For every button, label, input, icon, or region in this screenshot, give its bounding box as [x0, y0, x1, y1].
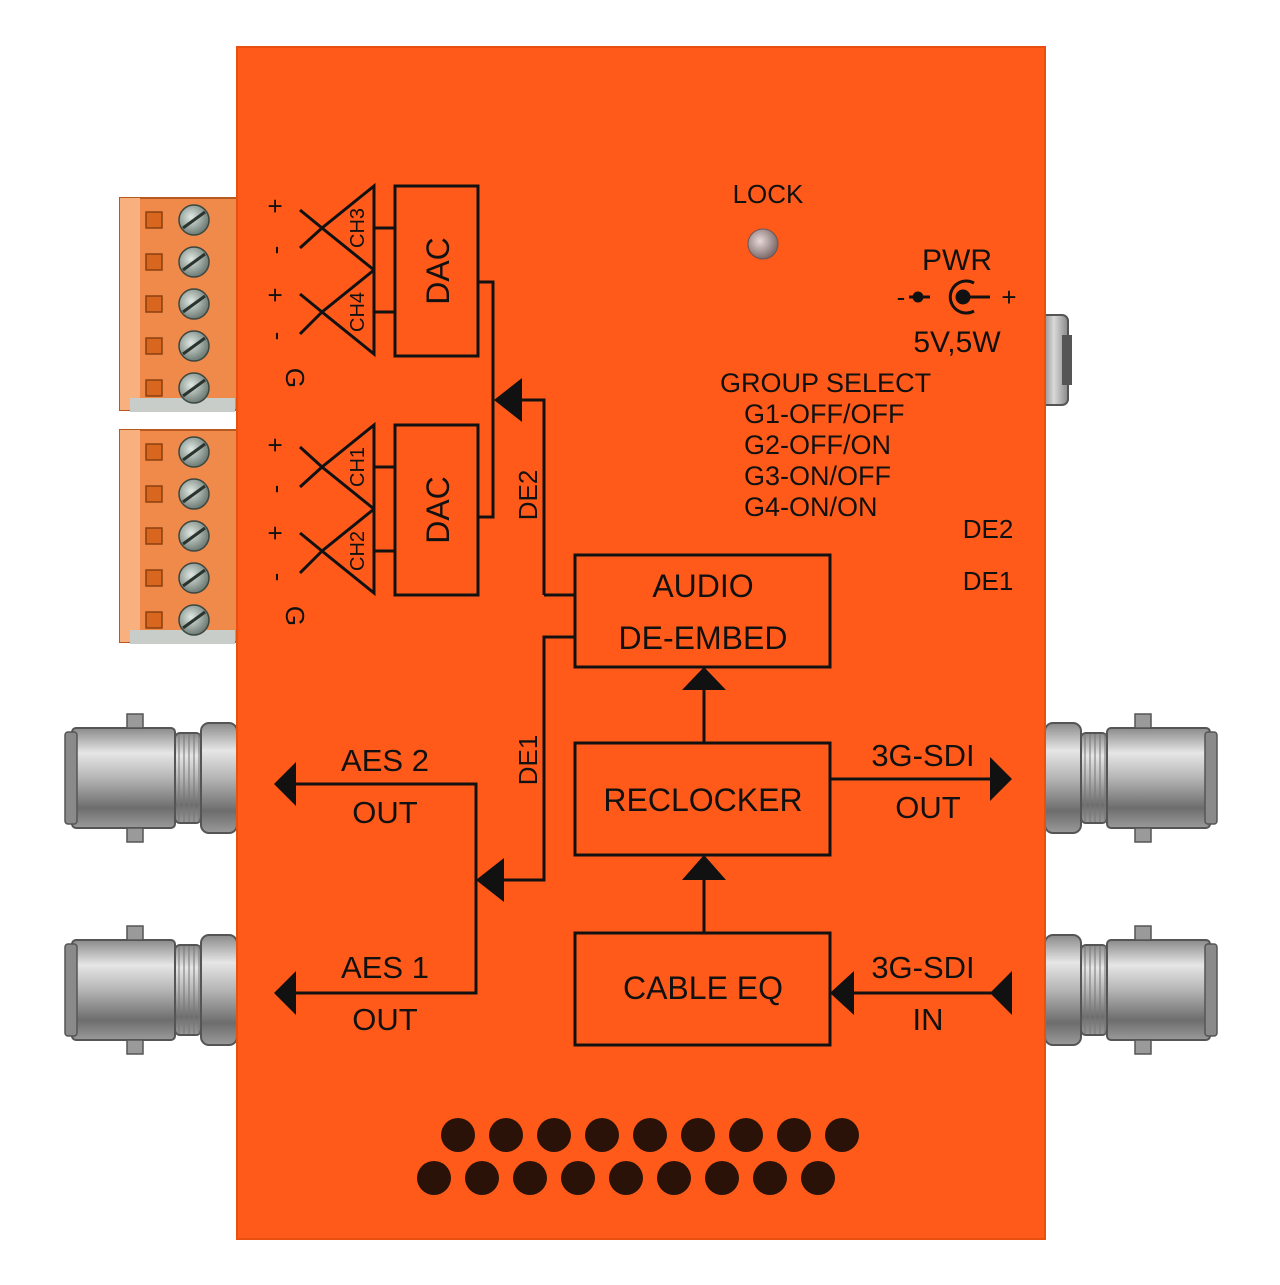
pwr-label: PWR — [922, 244, 992, 277]
audio-de-embed-label-line1: AUDIO — [652, 568, 753, 604]
aes2-label-bottom: OUT — [352, 795, 418, 830]
vent-hole-icon — [777, 1118, 811, 1152]
terminal-plus-label: + — [260, 287, 290, 302]
pwr-plus-label: + — [1001, 282, 1016, 312]
terminal-plus-label: + — [260, 198, 290, 213]
vent-hole-icon — [825, 1118, 859, 1152]
vent-hole-icon — [465, 1161, 499, 1195]
ch1-label: CH1 — [347, 447, 369, 487]
group-select-option: G3-ON/OFF — [744, 461, 891, 491]
bnc-connector-icon[interactable] — [64, 925, 238, 1055]
group-select-option: G2-OFF/ON — [744, 430, 891, 460]
vent-hole-icon — [681, 1118, 715, 1152]
bnc-connector-icon[interactable] — [64, 713, 238, 843]
de2-line-label: DE2 — [513, 470, 543, 521]
ch2-label: CH2 — [347, 531, 369, 571]
cable-eq-label: CABLE EQ — [623, 970, 783, 1006]
signal-arrows — [274, 378, 1012, 1015]
terminal-plus-label: + — [260, 437, 290, 452]
sdi-out-label-top: 3G-SDI — [871, 738, 974, 773]
vent-hole-icon — [585, 1118, 619, 1152]
vent-holes — [417, 1118, 859, 1195]
vent-hole-icon — [753, 1161, 787, 1195]
terminal-minus-label: - — [260, 573, 290, 582]
vent-hole-icon — [537, 1118, 571, 1152]
center-positive-polarity-icon — [909, 279, 990, 315]
switch-de2-label: DE2 — [963, 514, 1014, 544]
terminal-ground-label: G — [280, 368, 310, 388]
block-diagram — [296, 182, 1000, 1047]
vent-hole-icon — [609, 1161, 643, 1195]
ch4-label: CH4 — [347, 292, 369, 332]
switch-de1-label: DE1 — [963, 566, 1014, 596]
group-select-option: G4-ON/ON — [744, 492, 878, 522]
vent-hole-icon — [801, 1161, 835, 1195]
terminal-minus-label: - — [260, 246, 290, 255]
sdi-in-label-bottom: IN — [913, 1002, 944, 1037]
dac-label-top: DAC — [420, 237, 456, 305]
vent-hole-icon — [513, 1161, 547, 1195]
terminal-block-top[interactable] — [119, 197, 241, 412]
de1-line-label: DE1 — [513, 735, 543, 786]
sdi-out-label-bottom: OUT — [895, 790, 961, 825]
audio-de-embed-label-line2: DE-EMBED — [619, 620, 788, 656]
pwr-minus-label: - — [897, 282, 906, 312]
terminal-minus-label: - — [260, 485, 290, 494]
reclocker-label: RECLOCKER — [603, 782, 802, 818]
vent-hole-icon — [561, 1161, 595, 1195]
lock-label: LOCK — [733, 179, 804, 209]
device-body — [237, 47, 1045, 1239]
dac-block-top — [393, 184, 480, 358]
vent-hole-icon — [705, 1161, 739, 1195]
vent-hole-icon — [657, 1161, 691, 1195]
dac-block-bottom — [393, 423, 480, 597]
power-rating-label: 5V,5W — [913, 326, 1001, 359]
vent-hole-icon — [417, 1161, 451, 1195]
ch3-label: CH3 — [347, 208, 369, 248]
led-indicator-icon — [747, 228, 779, 260]
bnc-connector-icon[interactable] — [1044, 713, 1218, 843]
terminal-plus-label: + — [260, 525, 290, 540]
sdi-in-label-top: 3G-SDI — [871, 950, 974, 985]
vent-hole-icon — [633, 1118, 667, 1152]
vent-hole-icon — [489, 1118, 523, 1152]
terminal-ground-label: G — [280, 606, 310, 626]
vent-hole-icon — [441, 1118, 475, 1152]
group-select-title: GROUP SELECT — [720, 368, 931, 398]
dac-label-bottom: DAC — [420, 476, 456, 544]
audio-de-embed-block — [573, 553, 832, 669]
aes1-label-top: AES 1 — [341, 950, 429, 985]
aes2-label-top: AES 2 — [341, 743, 429, 778]
terminal-minus-label: - — [260, 332, 290, 341]
bnc-connector-icon[interactable] — [1044, 925, 1218, 1055]
group-select-option: G1-OFF/OFF — [744, 399, 904, 429]
terminal-block-bottom[interactable] — [119, 429, 241, 644]
aes1-label-bottom: OUT — [352, 1002, 418, 1037]
vent-hole-icon — [729, 1118, 763, 1152]
